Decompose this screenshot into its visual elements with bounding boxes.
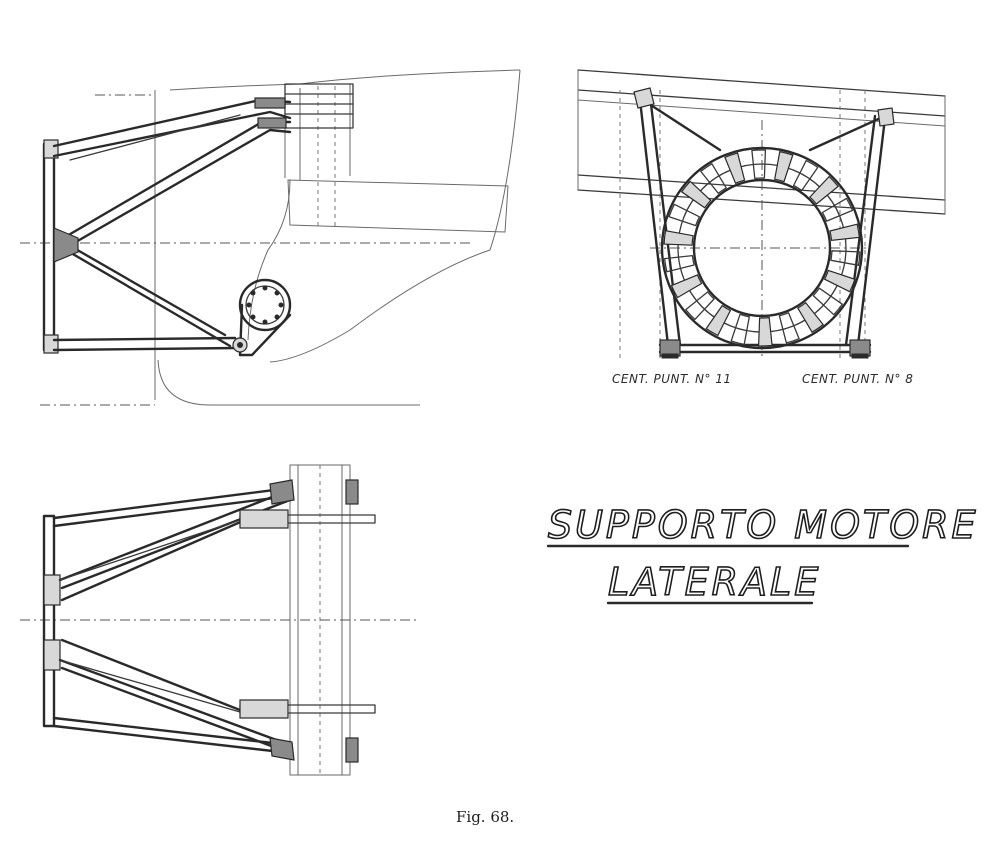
ring-segment	[778, 312, 800, 344]
ring-segment	[774, 150, 794, 183]
ring-segment	[829, 223, 861, 242]
ring-segment	[812, 287, 843, 316]
title-line-1: SUPPORTO MOTORE	[548, 503, 979, 547]
ring-segments	[663, 149, 861, 347]
top-view	[20, 464, 420, 776]
title-line-2: LATERALE	[608, 560, 821, 604]
label-centre-point-8: CENT. PUNT. N° 8	[802, 372, 913, 386]
ring-segment	[663, 230, 694, 246]
ring-segment	[663, 254, 695, 273]
ring-segment	[680, 180, 712, 209]
ring-segment	[792, 159, 819, 192]
front-view	[577, 69, 946, 360]
ring-segment	[830, 250, 861, 266]
ring-segment	[668, 203, 701, 227]
ring-segment	[757, 316, 773, 347]
ring-segment	[724, 152, 746, 184]
ring-segment	[685, 291, 715, 321]
ring-segment	[809, 175, 840, 205]
ring-segment	[700, 163, 727, 194]
ring-segment	[821, 197, 854, 222]
figure-caption: Fig. 68.	[456, 808, 514, 826]
ring-segment	[705, 304, 732, 337]
ring-segment	[796, 301, 825, 334]
title-block: SUPPORTO MOTORE LATERALE	[546, 502, 979, 605]
side-view	[20, 69, 521, 406]
ring-segment	[730, 313, 750, 346]
ring-segment	[751, 149, 767, 180]
ring-segment	[670, 274, 703, 299]
label-centre-point-11: CENT. PUNT. N° 11	[612, 372, 732, 386]
ring-segment	[823, 269, 856, 293]
